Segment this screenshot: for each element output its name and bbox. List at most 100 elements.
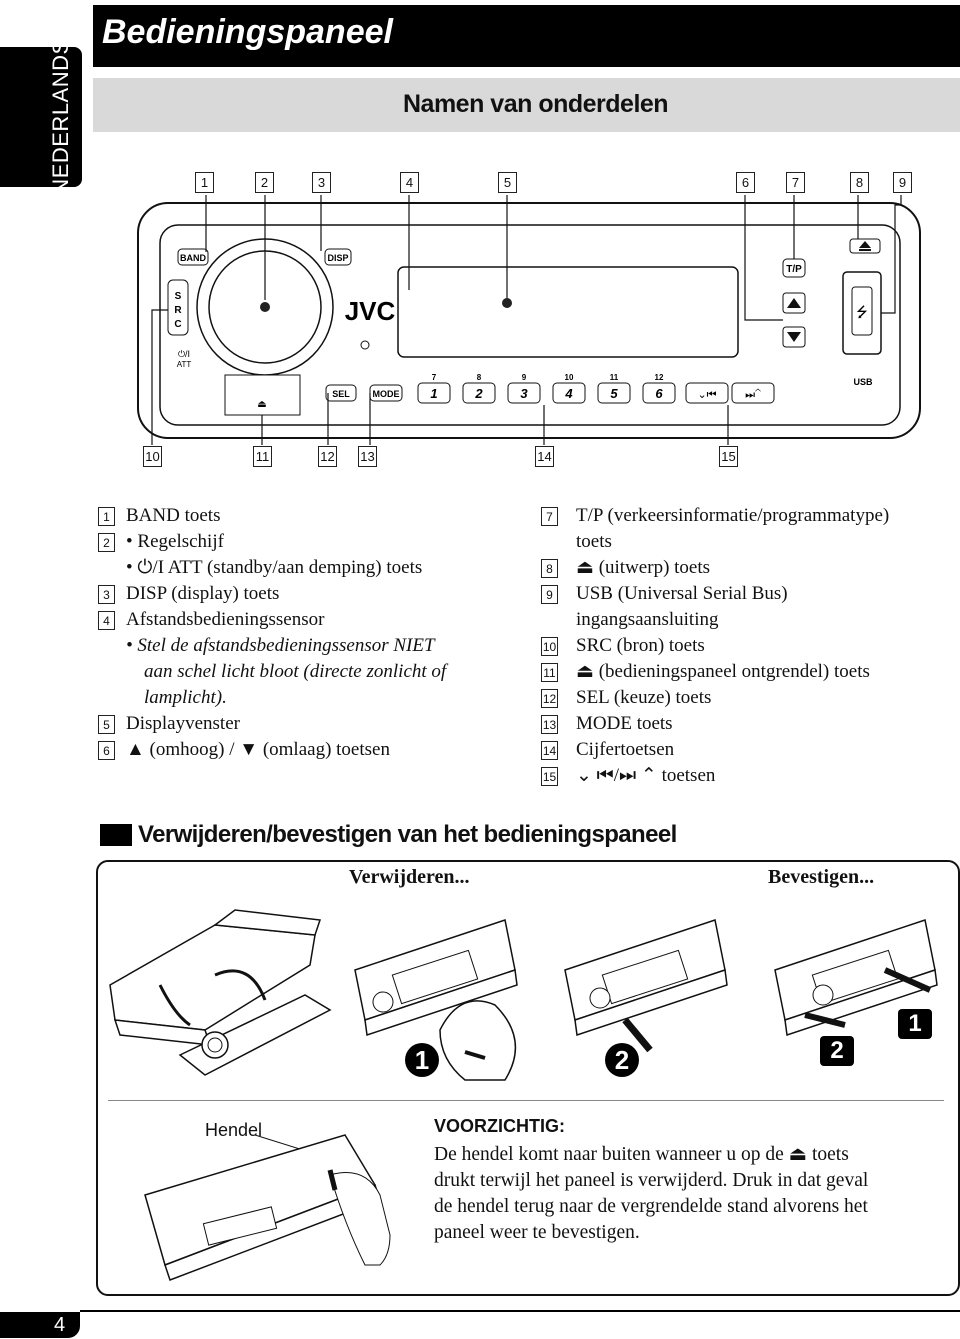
svg-text:⭍: ⭍	[856, 304, 868, 320]
svg-text:⏏: ⏏	[257, 399, 266, 410]
legend-number: 6	[98, 741, 115, 760]
callout-7: 7	[786, 172, 805, 193]
sel-label: SEL	[332, 389, 350, 399]
callout-3: 3	[312, 172, 331, 193]
caution-line: paneel weer te bevestigen.	[434, 1222, 640, 1243]
step-number: 1	[898, 1009, 932, 1039]
control-panel-diagram: BAND DISP S R C ⏻/I ATT JVC T/P ⭍ USB ⏏ …	[137, 195, 921, 445]
callout-1: 1	[195, 172, 214, 193]
svg-text:⌄⏮: ⌄⏮	[697, 389, 716, 401]
step-number: 2	[605, 1043, 639, 1077]
legend-item: 11⏏ (bedieningspaneel ontgrendel) toets	[541, 659, 956, 685]
mode-label: MODE	[373, 389, 400, 399]
callout-14: 14	[535, 446, 554, 467]
hendel-illustration	[144, 1134, 391, 1281]
callout-5: 5	[498, 172, 517, 193]
svg-text:10: 10	[565, 373, 574, 382]
legend-number: 7	[541, 507, 558, 526]
caution-line: De hendel komt naar buiten wanneer u op …	[434, 1144, 849, 1165]
step-number: 1	[405, 1043, 439, 1077]
remove-label: Verwijderen...	[349, 866, 470, 888]
svg-text:8: 8	[477, 373, 482, 382]
svg-text:9: 9	[522, 373, 527, 382]
remove-step-1-illustration	[354, 919, 518, 1081]
svg-text:C: C	[174, 319, 181, 330]
svg-text:2: 2	[474, 386, 483, 401]
legend-item: 8⏏ (uitwerp) toets	[541, 555, 956, 581]
callout-8: 8	[850, 172, 869, 193]
callout-15: 15	[719, 446, 738, 467]
legend-number: 5	[98, 715, 115, 734]
page-title: Bedieningspaneel	[102, 13, 393, 51]
svg-text:6: 6	[655, 386, 663, 401]
callout-9: 9	[893, 172, 912, 193]
legend-item: lamplicht).	[144, 687, 227, 708]
legend-number: 15	[541, 767, 558, 786]
page-number-tab: 4	[0, 1312, 80, 1338]
svg-text:⏻/I: ⏻/I	[178, 349, 190, 359]
svg-text:S: S	[175, 291, 182, 302]
legend-item: 2• Regelschijf	[98, 529, 518, 555]
legend-number: 13	[541, 715, 558, 734]
legend-number: 3	[98, 585, 115, 604]
band-label: BAND	[180, 253, 206, 263]
legend-number: 1	[98, 507, 115, 526]
svg-text:3: 3	[520, 386, 528, 401]
section-heading: Namen van onderdelen	[403, 90, 669, 118]
caution-title: VOORZICHTIG:	[434, 1116, 565, 1136]
svg-text:1: 1	[430, 386, 437, 401]
page-title-bar: Bedieningspaneel	[93, 5, 960, 67]
callout-11: 11	[253, 446, 272, 467]
callout-6: 6	[736, 172, 755, 193]
hendel-label: Hendel	[205, 1120, 263, 1140]
legend-number: 8	[541, 559, 558, 578]
caution-line: de hendel terug naar de vergrendelde sta…	[434, 1196, 868, 1217]
legend-number: 4	[98, 611, 115, 630]
legend-item: • Stel de afstandsbedieningssensor NIET	[126, 635, 435, 656]
legend-number: 2	[98, 533, 115, 552]
legend-number: 14	[541, 741, 558, 760]
callout-10: 10	[143, 446, 162, 467]
svg-text:4: 4	[564, 386, 573, 401]
language-tab: NEDERLANDS	[0, 39, 82, 195]
page-number: 4	[54, 1314, 66, 1336]
svg-text:11: 11	[610, 373, 619, 382]
callout-2: 2	[255, 172, 274, 193]
usb-label: USB	[853, 377, 873, 387]
legend-item: aan schel licht bloot (directe zonlicht …	[144, 661, 447, 682]
svg-text:⏭⌃: ⏭⌃	[745, 388, 761, 401]
attach-illustration	[774, 919, 938, 1036]
section-marker-icon	[100, 824, 132, 846]
case-illustration	[109, 909, 332, 1076]
legend-number: 11	[541, 663, 558, 682]
svg-text:12: 12	[655, 373, 664, 382]
legend-number: 12	[541, 689, 558, 708]
svg-text:5: 5	[610, 386, 618, 401]
legend-number: 9	[541, 585, 558, 604]
legend-item: ingangsaansluiting	[576, 609, 719, 630]
removal-section-title: Verwijderen/bevestigen van het bediening…	[100, 820, 677, 850]
legend-item: 15⌄ ⏮/⏭ ⌃ toetsen	[541, 765, 716, 786]
number-keys: 1 2 3 4 5 6 7 8 9 10 11 12	[417, 373, 676, 404]
step-number: 2	[820, 1036, 854, 1066]
legend-item: • ⏻/I ATT (standby/aan demping) toets	[126, 557, 423, 578]
tp-label: T/P	[786, 264, 802, 275]
svg-text:R: R	[174, 305, 182, 316]
svg-text:7: 7	[432, 373, 437, 382]
removal-instructions-frame	[96, 860, 960, 1296]
svg-text:ATT: ATT	[177, 360, 192, 369]
callout-13: 13	[358, 446, 377, 467]
callout-4: 4	[400, 172, 419, 193]
callout-12: 12	[318, 446, 337, 467]
